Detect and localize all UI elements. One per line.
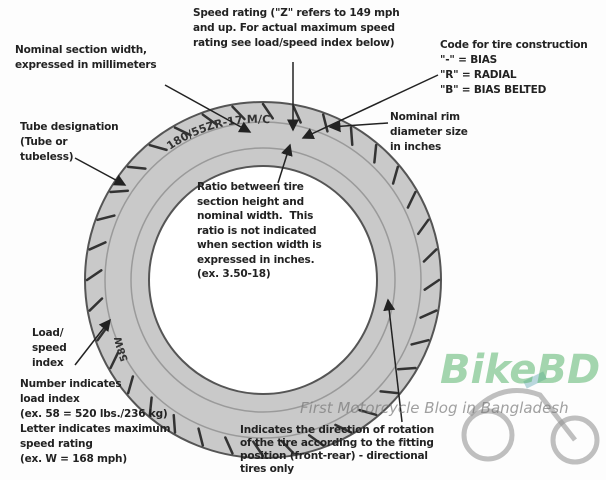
watermark-brand: BikeBD — [440, 347, 601, 393]
tread-groove — [148, 396, 153, 417]
tread-groove — [379, 390, 400, 395]
tread-groove — [148, 143, 168, 152]
tread-groove — [85, 269, 103, 282]
tread-groove — [422, 248, 438, 263]
tread-groove — [126, 165, 147, 170]
tread-groove — [419, 309, 438, 319]
section-width-label: Nominal section width, expressed in mill… — [15, 44, 157, 71]
tread-groove — [231, 105, 246, 121]
tread-groove — [349, 126, 354, 147]
tread-groove — [261, 102, 274, 120]
tire — [84, 101, 442, 459]
load-index-detail-label: Number indicates load index (ex. 58 = 52… — [20, 378, 171, 465]
tube-designation-label: Tube designation (Tube or tubeless) — [20, 121, 119, 163]
tread-groove — [173, 126, 192, 137]
callout-arrows — [74, 62, 439, 423]
watermark-tagline: First Motorcycle Blog in Bangladesh — [300, 399, 569, 417]
tread-groove — [109, 189, 130, 194]
load-speed-index-label: Load/ speed index — [32, 327, 67, 369]
tread-groove — [321, 113, 329, 133]
tread-groove — [307, 434, 325, 447]
aspect-ratio-label: Ratio between tire section height and no… — [197, 181, 322, 280]
tread-groove — [197, 427, 205, 447]
construction-code-label: Code for tire construction "-" = BIAS "R… — [440, 39, 588, 96]
tread-groove — [88, 241, 107, 251]
rim-diameter-label: Nominal rim diameter size in inches — [390, 111, 468, 153]
rotation-direction-label: Indicates the direction of rotation of t… — [240, 424, 434, 475]
tread-groove — [109, 351, 120, 370]
tread-groove — [410, 338, 430, 346]
tread-groove — [373, 143, 378, 164]
tread-groove — [280, 439, 295, 455]
tread-groove — [224, 436, 234, 455]
tread-groove — [201, 113, 219, 126]
tread-groove — [88, 297, 104, 312]
tread-groove — [126, 375, 135, 395]
tread-groove — [417, 218, 430, 236]
tread-groove — [423, 278, 441, 291]
tread-groove — [358, 408, 378, 417]
tread-groove — [96, 214, 116, 222]
tread-groove — [406, 190, 417, 209]
tread-groove — [391, 165, 400, 185]
tread-groove — [396, 366, 417, 371]
tread-groove — [172, 413, 177, 434]
tread-groove — [334, 423, 353, 434]
tread-groove — [252, 440, 265, 458]
tread-groove — [292, 105, 302, 124]
speed-rating-label: Speed rating ("Z" refers to 149 mph and … — [193, 7, 400, 49]
